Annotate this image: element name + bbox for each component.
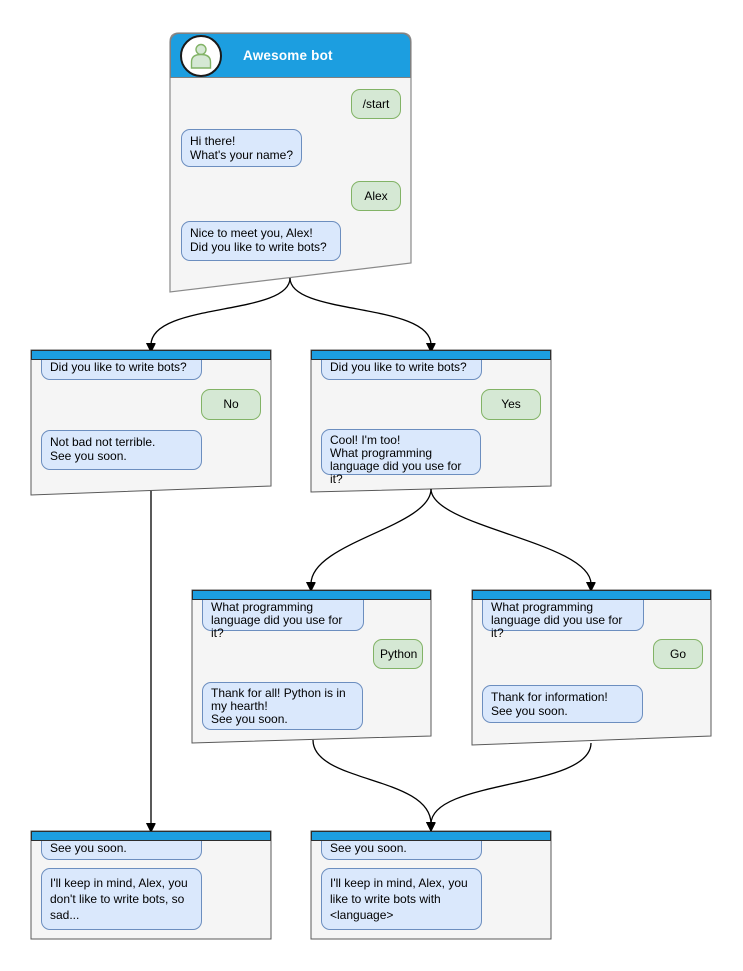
bot-message-bubble: Hi there! What's your name? [181, 129, 302, 167]
bot-message-bubble: Thank for all! Python is in my hearth! S… [202, 682, 363, 730]
edge-lang-python-to-end-yes [312, 739, 431, 824]
edge-lang-go-to-end-yes [431, 742, 592, 824]
edge-start-to-branch-yes [289, 277, 431, 345]
user-message-bubble: Go [653, 639, 703, 669]
node-start-header: Awesome bot [170, 33, 411, 78]
user-message-bubble: Yes [481, 389, 541, 420]
bot-message-bubble: I'll keep in mind, Alex, you don't like … [41, 868, 202, 930]
node-end-no-header [31, 831, 271, 841]
node-lang-go-header [472, 590, 711, 600]
bot-message-bubble: I'll keep in mind, Alex, you like to wri… [321, 868, 482, 930]
edge-start-to-branch-no [151, 277, 291, 345]
bot-message-bubble: Not bad not terrible. See you soon. [41, 430, 202, 470]
node-end-yes-header [311, 831, 551, 841]
edge-branch-yes-to-lang-go [430, 488, 591, 584]
node-lang-python-header [192, 590, 431, 600]
person-icon [190, 43, 212, 69]
user-message-bubble: Python [373, 639, 423, 669]
bot-message-bubble: Cool! I'm too! What programming language… [321, 429, 481, 485]
bot-name: Awesome bot [243, 48, 333, 63]
node-branch-yes-header [311, 350, 551, 360]
node-branch-no-header [31, 350, 271, 360]
bot-message-bubble: Thank for information! See you soon. [482, 685, 643, 723]
edge-branch-yes-to-lang-python [311, 488, 432, 584]
bot-message-bubble: Nice to meet you, Alex! Did you like to … [181, 221, 341, 261]
bot-avatar [180, 34, 222, 77]
user-message-bubble: Alex [351, 181, 401, 211]
user-message-bubble: /start [351, 89, 401, 119]
user-message-bubble: No [201, 389, 261, 420]
